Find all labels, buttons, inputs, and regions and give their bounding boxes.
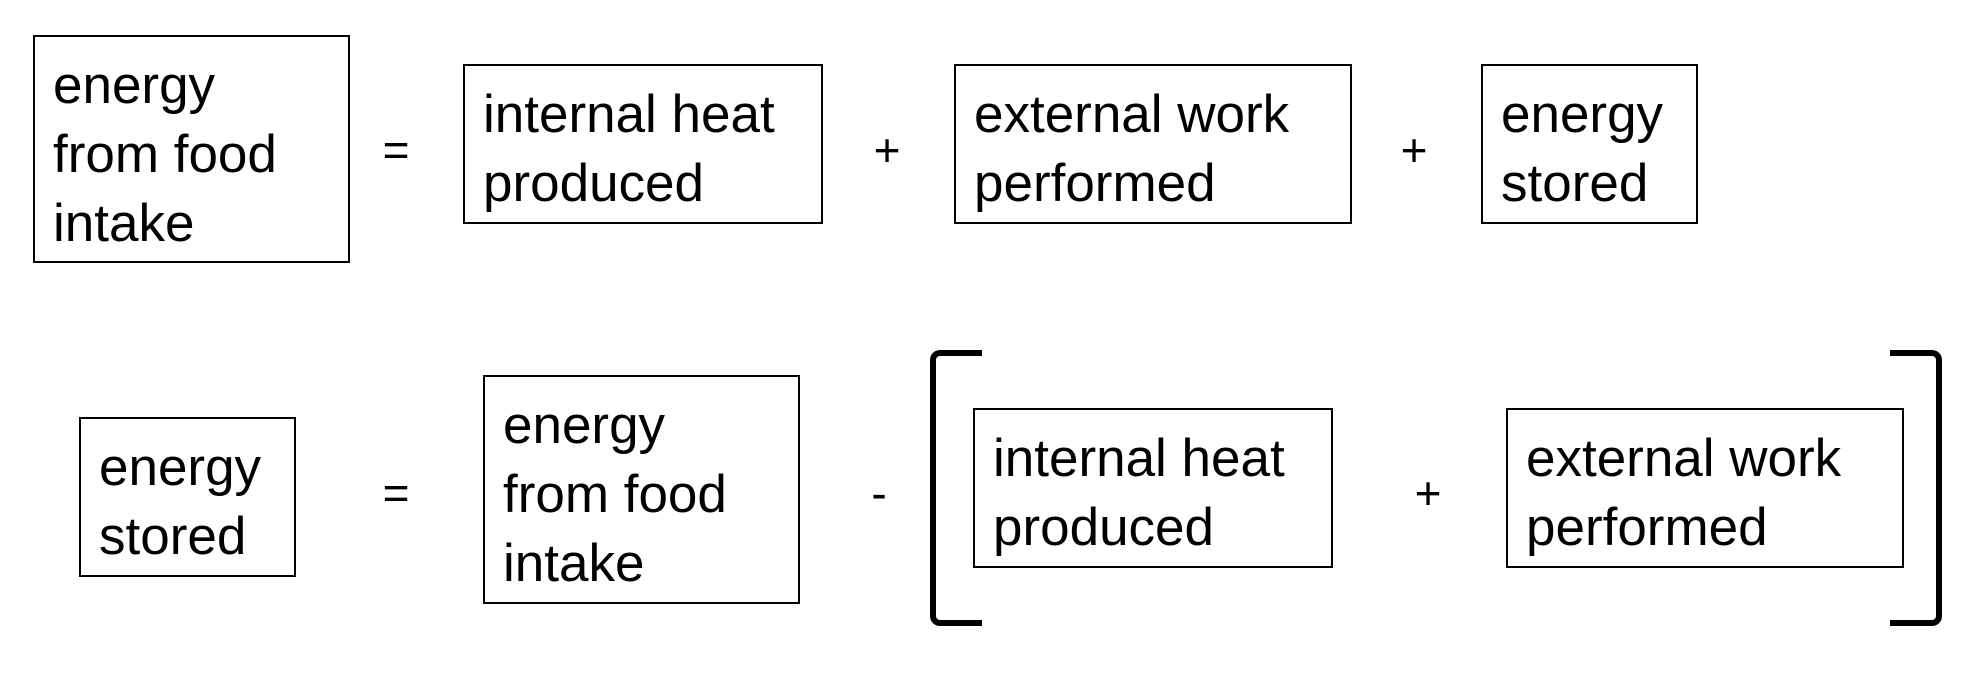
eq2-plus-sign: + <box>1414 467 1442 519</box>
eq2-internal-heat-text: internal heat produced <box>993 429 1285 557</box>
eq1-external-work-box: external work performed <box>954 64 1352 224</box>
eq1-internal-heat-text: internal heat produced <box>483 85 775 213</box>
right-square-bracket <box>1890 350 1942 626</box>
eq2-energy-from-food-text: energy from food intake <box>503 396 727 593</box>
eq2-energy-from-food-box: energy from food intake <box>483 375 800 604</box>
left-square-bracket <box>930 350 982 626</box>
eq2-internal-heat-box: internal heat produced <box>973 408 1333 568</box>
eq1-internal-heat-box: internal heat produced <box>463 64 823 224</box>
eq2-external-work-box: external work performed <box>1506 408 1904 568</box>
eq1-energy-from-food-box: energy from food intake <box>33 35 350 263</box>
eq1-plus-sign-2: + <box>1400 124 1428 176</box>
eq1-equals-sign: = <box>382 124 410 176</box>
eq1-plus-sign-1: + <box>873 124 901 176</box>
eq2-equals-sign: = <box>382 467 410 519</box>
eq2-external-work-text: external work performed <box>1526 429 1842 557</box>
eq1-external-work-text: external work performed <box>974 85 1290 213</box>
eq1-energy-stored-box: energy stored <box>1481 64 1698 224</box>
eq2-minus-sign: - <box>871 467 887 519</box>
eq1-energy-stored-text: energy stored <box>1501 85 1664 213</box>
eq1-energy-from-food-text: energy from food intake <box>53 56 277 253</box>
eq2-energy-stored-box: energy stored <box>79 417 296 577</box>
eq2-energy-stored-text: energy stored <box>99 438 262 566</box>
